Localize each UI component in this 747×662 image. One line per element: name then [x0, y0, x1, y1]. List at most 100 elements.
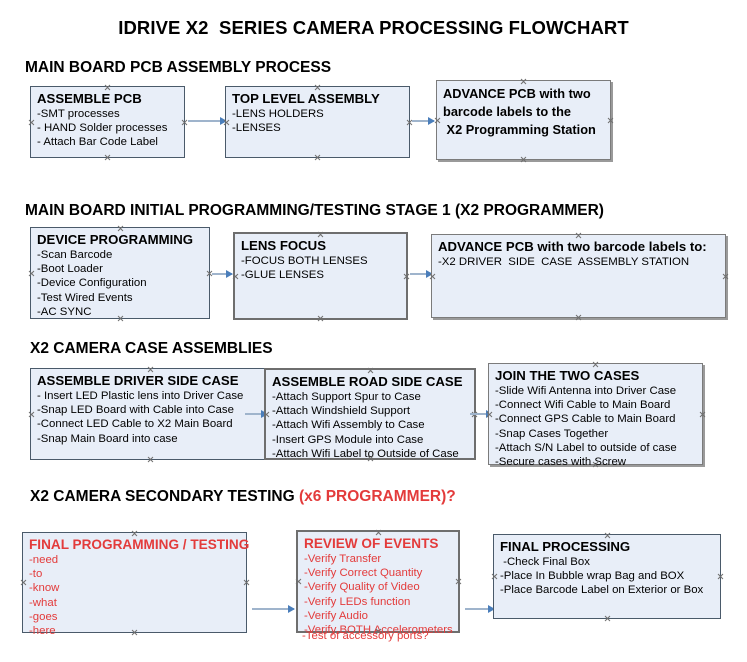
connection-handle-right[interactable]	[181, 119, 188, 126]
resize-handle-bottom[interactable]	[117, 315, 124, 322]
connector-assemble-pcb-to-top-level-assembly	[188, 117, 227, 125]
flow-box-line: -what	[29, 596, 57, 609]
connection-handle-right[interactable]	[722, 273, 729, 280]
resize-handle-top[interactable]	[367, 367, 374, 374]
connector-top-level-assembly-to-advance-pcb	[412, 117, 435, 125]
flow-box-title: TOP LEVEL ASSEMBLY	[232, 91, 380, 106]
resize-handle-bottom[interactable]	[604, 615, 611, 622]
flow-box-final-programming-testing[interactable]: FINAL PROGRAMMING / TESTING -need -to -k…	[20, 530, 250, 637]
flow-box-line: -Connect Wifi Cable to Main Board	[495, 399, 671, 412]
flow-box-line: -Place Barcode Label on Exterior or Box	[500, 584, 704, 597]
flow-box-assemble-driver-side-case[interactable]: ASSEMBLE DRIVER SIDE CASE - Insert LED P…	[30, 368, 270, 460]
connection-handle-left[interactable]	[486, 411, 493, 418]
connection-handle-right[interactable]	[717, 573, 724, 580]
connection-handle-right[interactable]	[243, 579, 250, 586]
resize-handle-bottom[interactable]	[104, 154, 111, 161]
flow-box-line: -Device Configuration	[37, 277, 147, 290]
flow-box-line: -Attach S/N Label to outside of case	[495, 441, 677, 454]
section-heading-x2-camera-case-assemblies: X2 CAMERA CASE ASSEMBLIES	[30, 340, 273, 357]
flow-box-line: -Attach Windshield Support	[272, 405, 411, 418]
connection-handle-left[interactable]	[223, 119, 230, 126]
flow-box-advance-pcb-programming-station[interactable]: ADVANCE PCB with two barcode labels to t…	[436, 80, 611, 160]
connection-handle-right[interactable]	[699, 411, 706, 418]
page-title: IDRIVE X2 SERIES CAMERA PROCESSING FLOWC…	[118, 17, 629, 38]
resize-handle-bottom[interactable]	[314, 154, 321, 161]
resize-handle-top[interactable]	[375, 529, 382, 536]
connection-handle-left[interactable]	[28, 411, 35, 418]
flow-box-title: FINAL PROGRAMMING / TESTING	[29, 537, 250, 552]
resize-handle-bottom[interactable]	[592, 461, 599, 468]
resize-handle-top[interactable]	[520, 78, 527, 85]
resize-handle-bottom[interactable]	[575, 314, 582, 321]
resize-handle-top[interactable]	[117, 225, 124, 232]
resize-handle-top[interactable]	[314, 84, 321, 91]
flow-box-line: -Snap Main Board into case	[37, 432, 178, 445]
flow-box-line: -Slide Wifi Antenna into Driver Case	[495, 385, 677, 397]
flow-box-line: -AC SYNC	[37, 305, 92, 318]
flow-box-line: -LENSES	[232, 122, 281, 135]
connection-handle-right[interactable]	[455, 578, 462, 585]
connection-handle-left[interactable]	[263, 411, 270, 418]
flow-box-line: -need	[29, 554, 59, 566]
flow-box-line: -Attach Support Spur to Case	[272, 391, 421, 403]
flow-box-lens-focus[interactable]: LENS FOCUS -FOCUS BOTH LENSES -GLUE LENS…	[233, 232, 408, 320]
flow-box-title: REVIEW OF EVENTS	[304, 536, 439, 551]
flow-box-line: - HAND Solder processes	[37, 122, 168, 135]
section-heading-main-board-pcb-assembly: MAIN BOARD PCB ASSEMBLY PROCESS	[25, 59, 332, 76]
flow-box-overflow-line-review-of-events: -Test of accessory ports?	[302, 630, 429, 642]
flow-box-join-the-two-cases[interactable]: JOIN THE TWO CASES -Slide Wifi Antenna i…	[486, 361, 706, 468]
resize-handle-bottom[interactable]	[147, 456, 154, 463]
flow-box-line: -to	[29, 568, 43, 581]
flow-box-final-processing[interactable]: FINAL PROCESSING -Check Final Box -Place…	[493, 534, 721, 619]
flow-box-assemble-pcb[interactable]: ASSEMBLE PCB -SMT processes - HAND Solde…	[30, 86, 185, 158]
flow-box-advance-pcb-driver-side-case[interactable]: ADVANCE PCB with two barcode labels to: …	[431, 234, 726, 318]
flow-box-title: ASSEMBLE PCB	[37, 91, 142, 106]
connection-handle-left[interactable]	[491, 573, 498, 580]
flow-box-line: -Test Wired Events	[37, 291, 133, 304]
section-heading-text: X2 CAMERA SECONDARY TESTING	[30, 488, 299, 505]
resize-handle-top[interactable]	[104, 84, 111, 91]
resize-handle-top[interactable]	[592, 361, 599, 368]
flow-box-line: -Place In Bubble wrap Bag and BOX	[500, 570, 685, 583]
flow-box-line: -FOCUS BOTH LENSES	[241, 255, 368, 267]
resize-handle-top[interactable]	[147, 366, 154, 373]
resize-handle-top[interactable]	[604, 532, 611, 539]
connection-handle-left[interactable]	[232, 273, 239, 280]
connection-handle-left[interactable]	[429, 273, 436, 280]
flow-box-line: -Snap Cases Together	[495, 427, 609, 440]
section-heading-x2-camera-secondary-testing: X2 CAMERA SECONDARY TESTING (x6 PROGRAMM…	[30, 488, 456, 506]
connection-handle-right[interactable]	[403, 273, 410, 280]
connection-handle-left[interactable]	[295, 578, 302, 585]
flow-box-line: -LENS HOLDERS	[232, 108, 324, 120]
resize-handle-top[interactable]	[575, 232, 582, 239]
resize-handle-bottom[interactable]	[131, 629, 138, 636]
connection-handle-left[interactable]	[434, 117, 441, 124]
flow-box-assemble-road-side-case[interactable]: ASSEMBLE ROAD SIDE CASE -Attach Support …	[264, 368, 476, 460]
resize-handle-top[interactable]	[317, 231, 324, 238]
resize-handle-bottom[interactable]	[367, 455, 374, 462]
connector-review-of-events-to-final-processing	[465, 605, 495, 613]
flow-box-line: -Verify Correct Quantity	[304, 567, 423, 580]
flow-box-line: -Attach Wifi Assembly to Case	[272, 419, 425, 432]
connector-device-programming-to-lens-focus	[212, 270, 233, 278]
flow-box-title: ADVANCE PCB with two barcode labels to:	[438, 239, 707, 254]
connection-handle-left[interactable]	[28, 270, 35, 277]
section-heading-accent: (x6 PROGRAMMER)?	[299, 488, 456, 505]
flow-box-review-of-events[interactable]: REVIEW OF EVENTS -Verify Transfer -Verif…	[295, 529, 462, 636]
flow-box-line: -Scan Barcode	[37, 249, 113, 261]
flow-box-top-level-assembly[interactable]: TOP LEVEL ASSEMBLY -LENS HOLDERS -LENSES	[225, 86, 410, 158]
flow-box-line: -Snap LED Board with Cable into Case	[37, 404, 234, 417]
connection-handle-left[interactable]	[28, 119, 35, 126]
resize-handle-bottom[interactable]	[520, 156, 527, 163]
flow-box-line: -Check Final Box	[500, 556, 590, 568]
connection-handle-left[interactable]	[20, 579, 27, 586]
flow-box-line: -Connect LED Cable to X2 Main Board	[37, 418, 233, 431]
flow-box-line: -Verify LEDs function	[304, 595, 411, 608]
connection-handle-right[interactable]	[607, 117, 614, 124]
flow-box-device-programming[interactable]: DEVICE PROGRAMMING -Scan Barcode -Boot L…	[30, 227, 210, 319]
section-heading-main-board-initial-programming: MAIN BOARD INITIAL PROGRAMMING/TESTING S…	[25, 202, 604, 219]
resize-handle-top[interactable]	[131, 530, 138, 537]
flow-box-line: -Secure cases with Screw	[495, 456, 627, 469]
resize-handle-bottom[interactable]	[317, 315, 324, 322]
flow-box-title: LENS FOCUS	[241, 238, 326, 253]
